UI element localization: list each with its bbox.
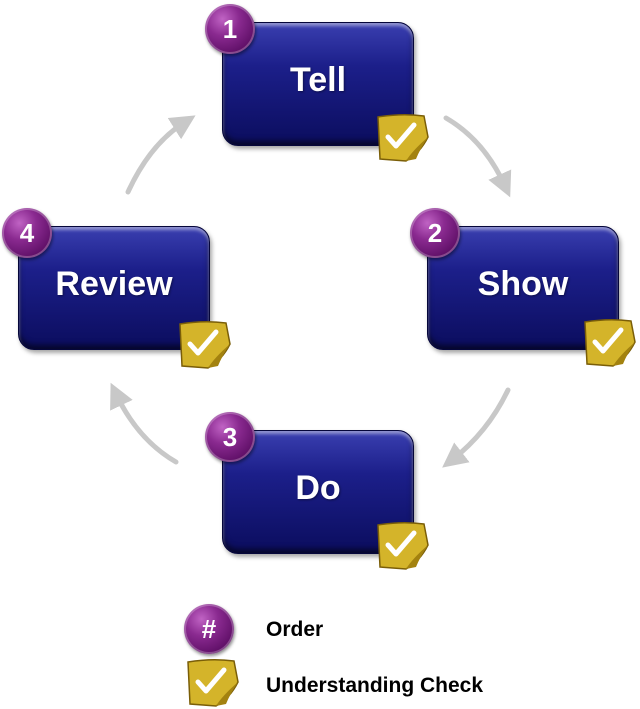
arrow-do-to-review — [110, 382, 179, 465]
arrow-tell-to-show — [443, 115, 512, 198]
check-note-icon — [377, 113, 429, 162]
check-note-icon — [377, 521, 429, 570]
arrow-show-to-do — [442, 387, 511, 468]
step-label-show: Show — [477, 265, 569, 303]
step-number-badge-1: 1 — [205, 4, 255, 54]
step-number-badge-2: 2 — [410, 208, 460, 258]
step-number-badge-4: 4 — [2, 208, 52, 258]
step-number-badge-3: 3 — [205, 412, 255, 462]
step-box-review: Review — [18, 226, 210, 350]
legend-check-note-icon — [187, 658, 239, 707]
step-label-review: Review — [55, 265, 173, 303]
check-note-icon — [584, 318, 636, 367]
arrow-review-to-tell — [125, 115, 196, 195]
step-label-do: Do — [295, 469, 341, 507]
step-box-show: Show — [427, 226, 619, 350]
step-box-tell: Tell — [222, 22, 414, 146]
legend-order-badge: # — [184, 604, 234, 654]
legend-check-label: Understanding Check — [266, 674, 484, 697]
check-note-icon — [179, 320, 231, 369]
legend-order-label: Order — [266, 618, 324, 641]
step-label-tell: Tell — [289, 61, 347, 99]
